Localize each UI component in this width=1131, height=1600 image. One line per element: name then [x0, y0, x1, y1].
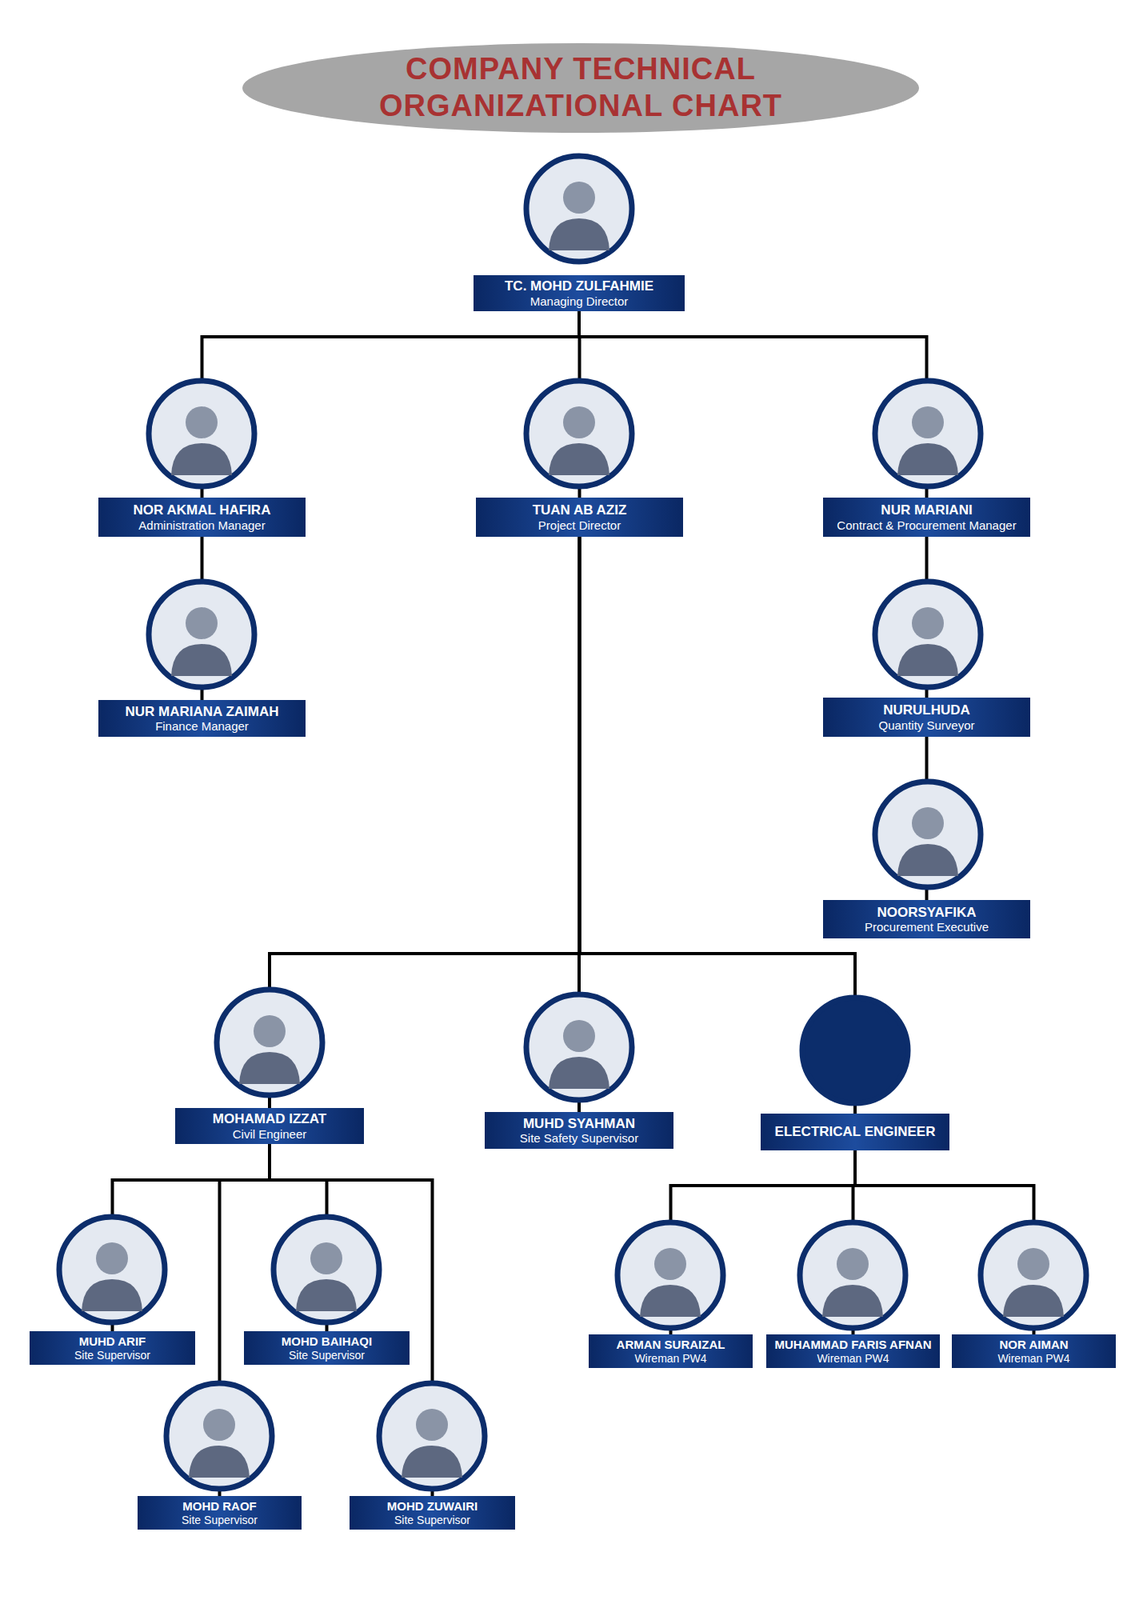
chart-title: COMPANY TECHNICAL ORGANIZATIONAL CHART — [324, 51, 837, 124]
person-name: NOR AIMAN — [999, 1337, 1068, 1351]
photo-blank — [802, 997, 908, 1104]
name-label-box: MOHD RAOFSite Supervisor — [137, 1495, 302, 1530]
job-title: Site Supervisor — [288, 1348, 365, 1362]
name-label-box: NURULHUDAQuantity Surveyor — [823, 697, 1031, 737]
job-title: Quantity Surveyor — [878, 718, 975, 732]
name-label-box: MUHD SYAHMANSite Safety Supervisor — [484, 1111, 674, 1149]
name-label-box: TUAN AB AZIZProject Director — [475, 497, 684, 537]
person-name: NUR MARIANI — [880, 502, 972, 519]
name-label-box: NUR MARIANA ZAIMAHFinance Manager — [98, 699, 306, 737]
person-name: MOHD RAOF — [182, 1498, 257, 1513]
name-label-box: MUHAMMAD FARIS AFNANWireman PW4 — [766, 1334, 940, 1368]
job-title: Civil Engineer — [232, 1127, 308, 1141]
person-name: NUR MARIANA ZAIMAH — [124, 703, 279, 720]
person-name: ELECTRICAL ENGINEER — [775, 1123, 936, 1140]
job-title: Wireman PW4 — [997, 1351, 1070, 1365]
photo — [875, 781, 981, 888]
name-label-box: MUHD ARIFSite Supervisor — [29, 1330, 196, 1365]
title-area: COMPANY TECHNICAL ORGANIZATIONAL CHART — [242, 43, 920, 133]
reporting-line — [202, 311, 580, 498]
person-name: MOHD ZUWAIRI — [387, 1498, 478, 1513]
photo — [526, 155, 632, 262]
photo — [379, 1382, 485, 1489]
person-name: NURULHUDA — [883, 702, 971, 719]
photo — [59, 1216, 165, 1323]
job-title: Site Supervisor — [181, 1513, 258, 1527]
person-name: NOORSYAFIKA — [876, 904, 976, 921]
photo — [216, 989, 323, 1096]
photo — [273, 1216, 380, 1323]
job-title: Finance Manager — [155, 719, 249, 733]
job-title: Contract & Procurement Manager — [836, 518, 1016, 532]
name-label-box: MOHD BAIHAQISite Supervisor — [243, 1330, 410, 1365]
job-title: Wireman PW4 — [816, 1351, 889, 1365]
person-name: MUHD ARIF — [79, 1334, 147, 1348]
person-name: MUHD SYAHMAN — [523, 1115, 636, 1132]
photo — [799, 1222, 906, 1328]
name-label-box: MOHAMAD IZZATCivil Engineer — [175, 1107, 364, 1144]
job-title: Site Supervisor — [394, 1513, 471, 1527]
job-title: Managing Director — [530, 294, 629, 308]
job-title: Project Director — [538, 518, 621, 532]
name-label-box: MOHD ZUWAIRISite Supervisor — [349, 1495, 516, 1530]
name-label-box: NOORSYAFIKAProcurement Executive — [823, 899, 1031, 939]
person-name: NOR AKMAL HAFIRA — [133, 502, 272, 519]
photo — [148, 581, 255, 688]
reporting-line — [579, 311, 928, 498]
photo — [875, 380, 981, 487]
job-title: Site Supervisor — [74, 1348, 151, 1362]
photo — [148, 380, 255, 487]
person-name: TC. MOHD ZULFAHMIE — [504, 278, 654, 295]
person-name: ARMAN SURAIZAL — [616, 1337, 726, 1351]
name-label-box: ELECTRICAL ENGINEER — [760, 1113, 950, 1151]
photo — [617, 1222, 724, 1328]
name-label-box: NUR MARIANIContract & Procurement Manage… — [823, 497, 1031, 537]
name-label-box: TC. MOHD ZULFAHMIEManaging Director — [473, 275, 685, 312]
person-name: TUAN AB AZIZ — [532, 502, 628, 519]
name-label-box: NOR AIMANWireman PW4 — [951, 1334, 1116, 1368]
job-title: Procurement Executive — [864, 919, 989, 934]
job-title: Wireman PW4 — [634, 1351, 707, 1365]
person-name: MOHD BAIHAQI — [281, 1334, 372, 1348]
title-pill — [242, 43, 920, 133]
person-name: MOHAMAD IZZAT — [212, 1111, 327, 1128]
photo — [875, 581, 981, 688]
person-name: MUHAMMAD FARIS AFNAN — [774, 1337, 932, 1351]
name-label-box: ARMAN SURAIZALWireman PW4 — [588, 1334, 753, 1368]
photo — [526, 380, 632, 487]
job-title: Administration Manager — [138, 518, 265, 532]
photo — [980, 1222, 1087, 1328]
name-label-box: NOR AKMAL HAFIRAAdministration Manager — [98, 497, 306, 537]
job-title: Site Safety Supervisor — [519, 1131, 639, 1145]
photo — [526, 994, 632, 1100]
photo — [166, 1382, 272, 1489]
